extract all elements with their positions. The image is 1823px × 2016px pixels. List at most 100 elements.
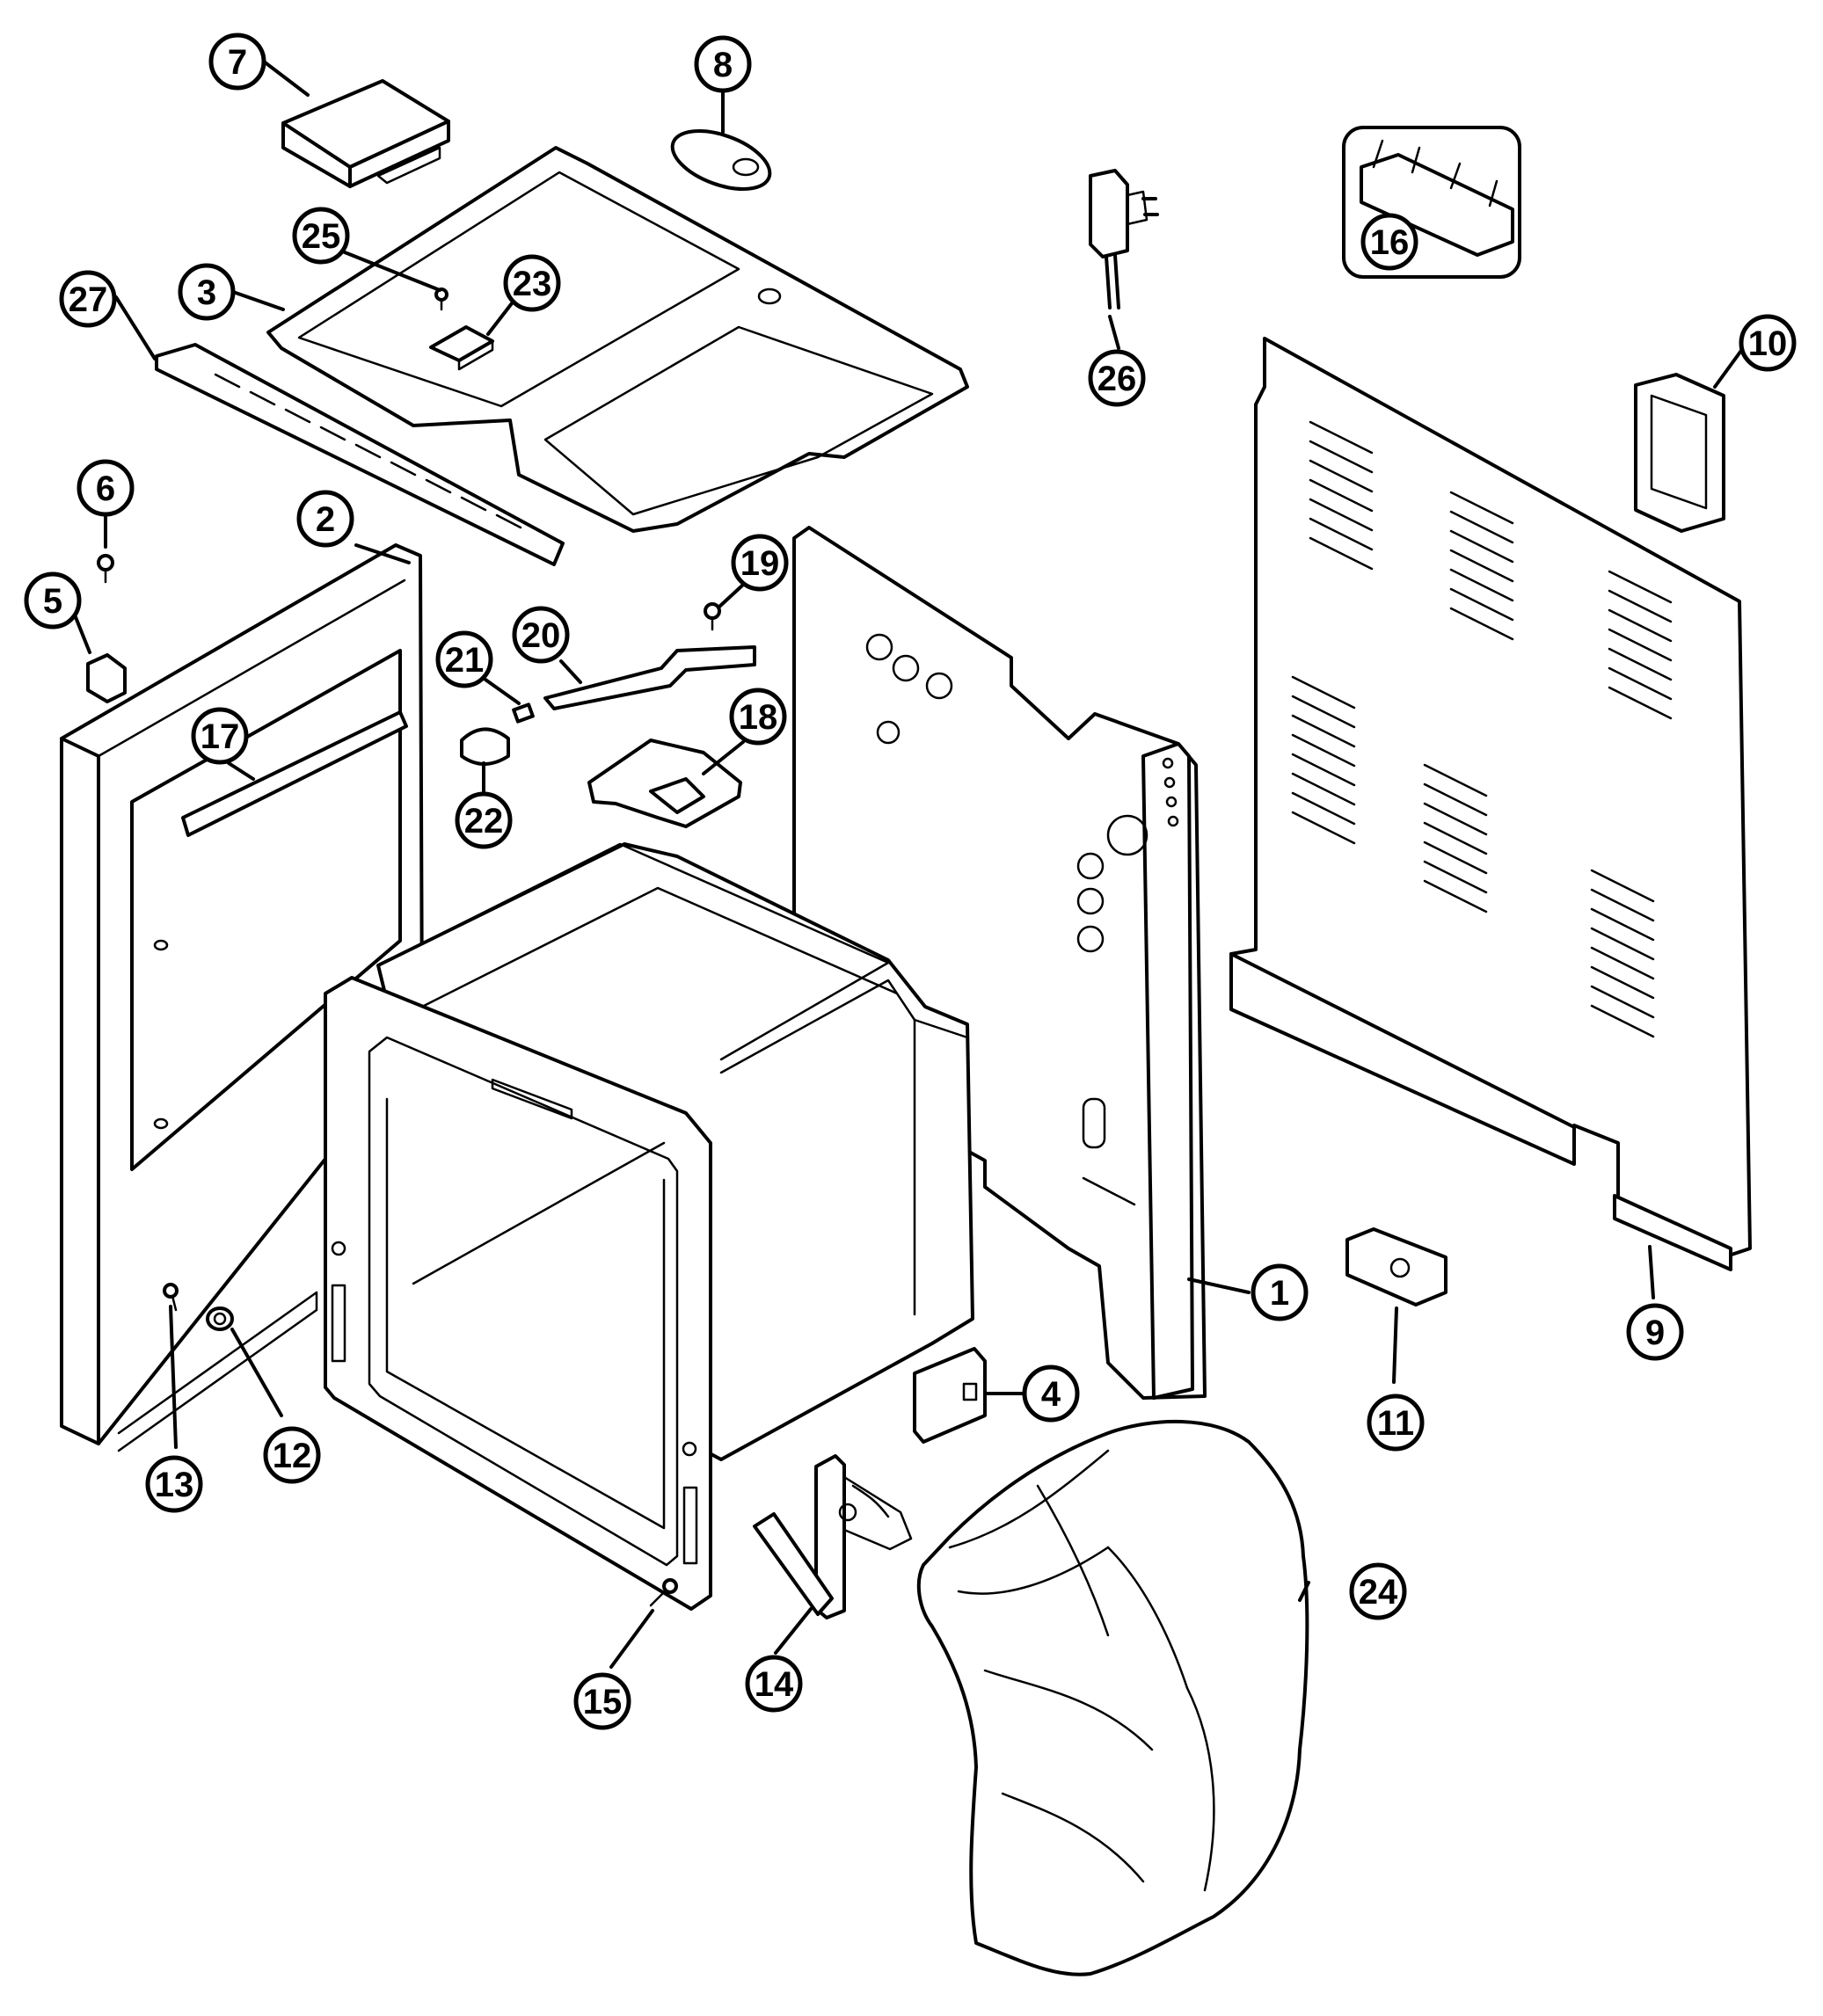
callout-9: 9 <box>1626 1303 1684 1361</box>
part-knob-22 <box>460 727 510 766</box>
part-pad-21 <box>512 702 535 724</box>
callout-number: 12 <box>273 1437 312 1475</box>
part-clip-4 <box>913 1347 987 1444</box>
louver-slat <box>1449 587 1514 622</box>
callout-circle <box>1626 1303 1684 1361</box>
louver-slat <box>1309 440 1374 474</box>
part-clip-5 <box>86 653 127 703</box>
callout-15: 15 <box>573 1672 631 1730</box>
callout-1: 1 <box>1251 1263 1309 1321</box>
leader-lines <box>70 60 1745 1669</box>
callout-circle <box>435 630 493 688</box>
callout-circle <box>503 254 561 312</box>
louver-slat <box>1449 607 1514 641</box>
callout-circle <box>1349 1562 1407 1620</box>
callout-13: 13 <box>145 1455 203 1513</box>
callout-number: 23 <box>513 265 552 303</box>
part-corner-bracket <box>1634 373 1725 533</box>
part-power-cord <box>1089 169 1159 309</box>
part-top-panel <box>266 146 969 533</box>
louver-slat <box>1291 675 1356 710</box>
louver-slat <box>1309 517 1374 551</box>
callout-20: 20 <box>512 606 570 664</box>
callout-number: 10 <box>1748 324 1788 363</box>
part-switch-23 <box>429 325 494 371</box>
callout-circle <box>77 459 135 517</box>
callout-circle <box>512 606 570 664</box>
callout-number: 8 <box>713 46 733 84</box>
callout-circle <box>292 207 350 265</box>
callout-16: 16 <box>1360 213 1418 271</box>
louver-slat <box>1608 647 1673 681</box>
callout-number: 3 <box>197 273 216 312</box>
louver-slat <box>1291 695 1356 729</box>
louver-slat <box>1309 536 1374 571</box>
callout-circle <box>1367 1394 1425 1452</box>
louver-slat <box>1608 570 1673 604</box>
part-vent-strip <box>155 343 565 566</box>
louver-slat <box>1423 821 1488 855</box>
louver-slat <box>1590 907 1655 942</box>
callout-number: 20 <box>521 616 561 655</box>
louver-slat <box>1291 753 1356 787</box>
callout-18: 18 <box>729 688 787 746</box>
louver-slat <box>1291 791 1356 826</box>
louver-slat <box>1309 498 1374 532</box>
louver-slat <box>1608 666 1673 701</box>
callout-circle <box>59 270 117 328</box>
part-trim-strip <box>181 710 408 837</box>
callout-number: 4 <box>1041 1375 1061 1414</box>
louver-slat <box>1449 529 1514 564</box>
callout-circle <box>178 263 236 321</box>
part-bar-20 <box>543 645 756 710</box>
callout-number: 13 <box>155 1466 194 1504</box>
part-button-cap <box>670 129 772 191</box>
callout-number: 27 <box>69 280 108 319</box>
louver-slat <box>1309 459 1374 493</box>
callout-14: 14 <box>745 1655 803 1713</box>
callout-3: 3 <box>178 263 236 321</box>
part-grommet-12 <box>206 1306 234 1331</box>
callout-circle <box>145 1455 203 1513</box>
callout-number: 16 <box>1370 223 1410 262</box>
part-screw-15 <box>649 1578 678 1607</box>
callout-number: 15 <box>583 1683 623 1721</box>
callout-number: 25 <box>302 217 341 256</box>
callout-number: 26 <box>1097 360 1137 398</box>
callout-number: 9 <box>1645 1314 1665 1352</box>
callout-2: 2 <box>296 490 354 548</box>
louver-slat <box>1449 549 1514 583</box>
callout-circle <box>745 1655 803 1713</box>
callout-number: 1 <box>1270 1274 1289 1313</box>
callout-number: 2 <box>316 500 335 539</box>
louver-slat <box>1423 782 1488 817</box>
callout-22: 22 <box>455 791 513 849</box>
louver-slat <box>1590 927 1655 961</box>
callout-circle <box>24 571 82 630</box>
part-screw-19 <box>704 602 721 631</box>
louver-slat <box>1590 946 1655 980</box>
callout-10: 10 <box>1739 314 1797 372</box>
callout-number: 21 <box>445 641 485 680</box>
part-bracket-11 <box>1345 1227 1447 1306</box>
part-back-panel <box>1229 337 1752 1271</box>
callout-number: 5 <box>43 582 62 621</box>
part-bracket-18 <box>587 739 742 828</box>
callout-number: 6 <box>96 469 115 508</box>
callout-21: 21 <box>435 630 493 688</box>
louver-slat <box>1608 608 1673 643</box>
callout-number: 17 <box>201 717 240 756</box>
callout-circle <box>1022 1365 1080 1423</box>
callout-25: 25 <box>292 207 350 265</box>
callout-17: 17 <box>191 707 249 765</box>
callout-12: 12 <box>263 1426 321 1484</box>
callout-number: 14 <box>755 1665 794 1704</box>
callout-19: 19 <box>731 534 789 592</box>
callout-8: 8 <box>694 35 752 93</box>
part-door-hinge <box>753 1454 913 1619</box>
callout-circle <box>296 490 354 548</box>
part-screw-13 <box>163 1283 179 1312</box>
